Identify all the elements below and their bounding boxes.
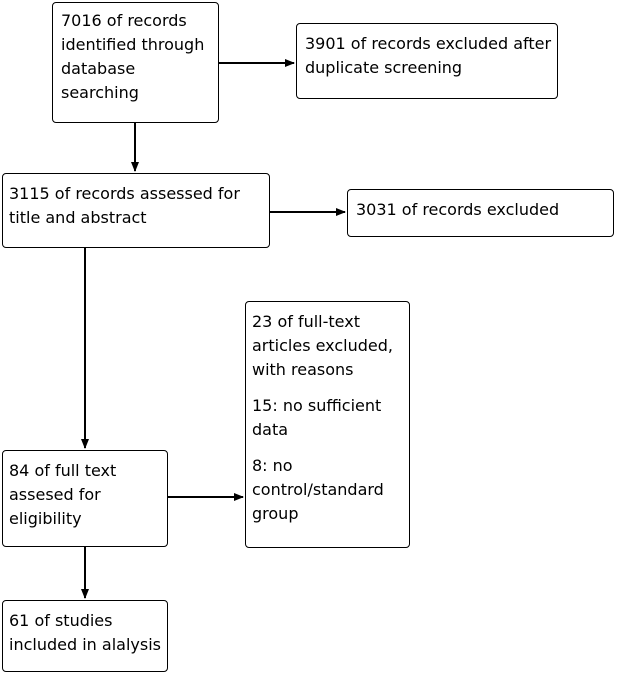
fulltext-excluded-line-3: with reasons [252, 360, 354, 379]
eligibility-box: 84 of full text assesed for eligibility [2, 450, 168, 547]
reason-1-line-1: 15: no sufficient [252, 396, 382, 415]
records-excluded-line-1: 3031 of records excluded [356, 200, 560, 219]
screened-line-1: 3115 of records assessed for [9, 184, 240, 203]
fulltext-excluded-line-1: 23 of full-text [252, 312, 360, 331]
reason-gap [252, 442, 409, 454]
identified-line-2: identified through [61, 35, 205, 54]
included-studies-box: 61 of studies included in alalysis [2, 600, 168, 672]
duplicates-line-1: 3901 of records excluded after [305, 34, 552, 53]
identified-line-4: searching [61, 83, 139, 102]
reason-gap [252, 382, 409, 394]
screened-records-box: 3115 of records assessed for title and a… [2, 173, 270, 248]
fulltext-excluded-line-2: articles excluded, [252, 336, 393, 355]
eligibility-line-3: eligibility [9, 509, 82, 528]
duplicates-excluded-box: 3901 of records excluded after duplicate… [296, 23, 558, 99]
included-line-2: included in alalysis [9, 635, 161, 654]
screened-line-2: title and abstract [9, 208, 147, 227]
identified-line-1: 7016 of records [61, 11, 187, 30]
reason-2-line-3: group [252, 504, 299, 523]
reason-1-line-2: data [252, 420, 289, 439]
included-line-1: 61 of studies [9, 611, 113, 630]
identified-records-box: 7016 of records identified through datab… [52, 2, 219, 123]
duplicates-line-2: duplicate screening [305, 58, 463, 77]
eligibility-line-1: 84 of full text [9, 461, 117, 480]
reason-2-line-1: 8: no [252, 456, 293, 475]
identified-line-3: database [61, 59, 136, 78]
eligibility-line-2: assesed for [9, 485, 101, 504]
fulltext-excluded-box: 23 of full-text articles excluded, with … [245, 301, 410, 548]
reason-2-line-2: control/standard [252, 480, 384, 499]
records-excluded-box: 3031 of records excluded [347, 189, 614, 237]
